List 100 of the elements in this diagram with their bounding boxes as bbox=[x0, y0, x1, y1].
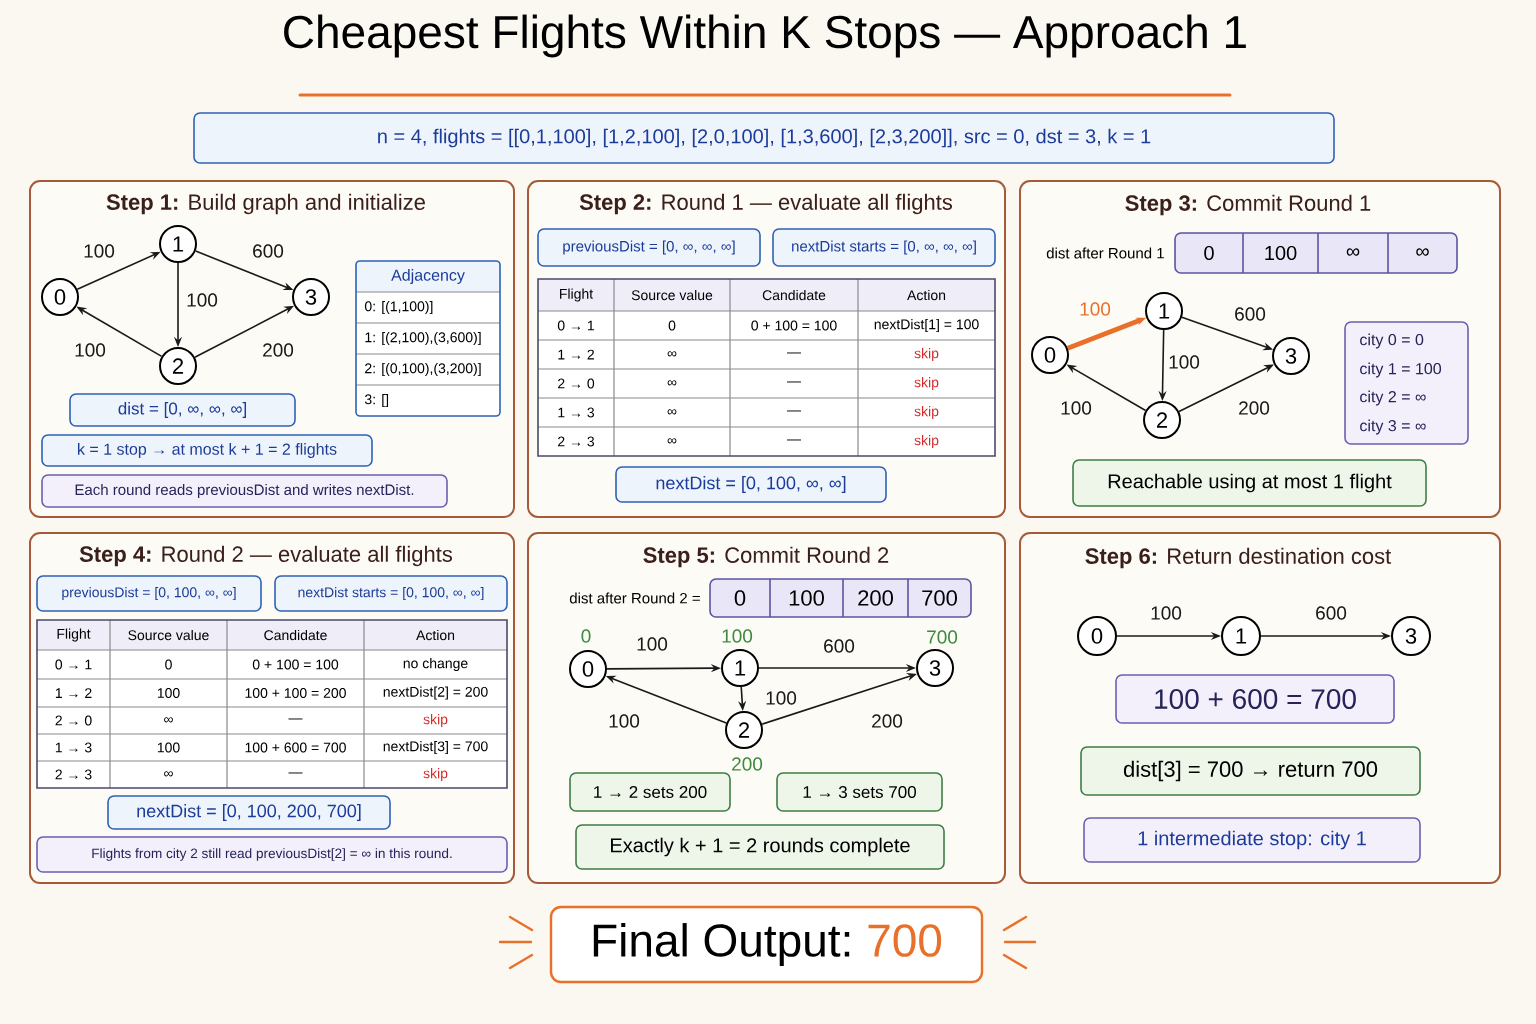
table-cell: ∞ bbox=[164, 771, 173, 777]
table-cell: 0 → 1 bbox=[557, 320, 594, 331]
node-value: 0 bbox=[581, 629, 591, 643]
city-node: 0 bbox=[569, 650, 607, 688]
table-cell: — bbox=[288, 772, 303, 774]
table-cell: 100 bbox=[157, 688, 180, 698]
edge-label: 100 bbox=[1148, 604, 1184, 622]
array-cell: ∞ bbox=[1416, 248, 1429, 256]
input-box: n = 4, flights = [[0,1,100], [1,2,100], [2,0,100], [1,3,600], [2,3,200]], src = 0, dst = 3, k = 1 bbox=[193, 112, 1335, 164]
table-cell: skip bbox=[914, 435, 939, 449]
array-cell: 100 bbox=[1265, 245, 1297, 261]
table-cell: nextDist[3] = 700 bbox=[383, 741, 488, 755]
list-line: city 2 = ∞ bbox=[1360, 390, 1426, 406]
array-box: previousDist = [0, 100, ∞, ∞] bbox=[36, 575, 262, 612]
table-cell: — bbox=[787, 410, 801, 412]
array-cell: 700 bbox=[922, 590, 957, 606]
note-box: Flights from city 2 still read previousDist[2] = ∞ in this round. bbox=[36, 836, 508, 873]
edge-label: 100 bbox=[1166, 353, 1202, 371]
edge-label: 200 bbox=[869, 712, 905, 730]
table-cell: 0 → 1 bbox=[55, 659, 92, 670]
array-cell: 0 bbox=[1204, 245, 1214, 261]
table-cell: 1 → 3 bbox=[558, 407, 595, 418]
table-header-cell: Flight bbox=[560, 288, 593, 302]
edge-label: 100 bbox=[634, 635, 670, 653]
table-cell: 2 → 0 bbox=[55, 715, 92, 726]
table-cell: — bbox=[787, 352, 801, 354]
value-list-box bbox=[1344, 321, 1469, 445]
table-cell: 0: [(1,100)] bbox=[364, 301, 433, 315]
note-box: 1 intermediate stop: city 1 bbox=[1083, 817, 1421, 863]
edge-label: 100 bbox=[763, 689, 799, 707]
table-cell: 0 bbox=[165, 659, 172, 670]
edge-label: 600 bbox=[821, 637, 857, 655]
array-box: nextDist starts = [0, 100, ∞, ∞] bbox=[274, 575, 508, 612]
table-header-cell: Action bbox=[907, 289, 946, 301]
edge-label: 600 bbox=[250, 242, 286, 260]
table-cell: 1 → 3 bbox=[55, 742, 92, 753]
result-box: dist[3] = 700 → return 700 bbox=[1080, 746, 1421, 796]
node-value: 100 bbox=[722, 629, 753, 643]
table-header-cell: Action bbox=[416, 629, 455, 641]
table-header-cell: Source value bbox=[631, 289, 713, 301]
array-box: dist = [0, ∞, ∞, ∞] bbox=[69, 393, 296, 427]
table-cell: 2: [(0,100),(3,200)] bbox=[365, 363, 481, 377]
table-cell: ∞ bbox=[667, 438, 677, 444]
note-box: Exactly k + 1 = 2 rounds complete bbox=[575, 824, 945, 870]
data-table bbox=[537, 278, 996, 457]
edge-label: 100 bbox=[1077, 300, 1113, 318]
edge-label: 200 bbox=[260, 341, 296, 359]
table-cell: — bbox=[787, 439, 801, 441]
note-box: 1 → 2 sets 200 bbox=[569, 772, 731, 812]
edge-label: 100 bbox=[606, 712, 642, 730]
array-box: previousDist = [0, ∞, ∞, ∞] bbox=[537, 228, 761, 267]
table-cell: 100 + 100 = 200 bbox=[245, 688, 346, 698]
table-cell: skip bbox=[423, 714, 448, 728]
city-node: 3 bbox=[916, 649, 954, 687]
list-line: city 1 = 100 bbox=[1360, 362, 1442, 378]
table-cell: 1 → 2 bbox=[55, 688, 92, 698]
table-cell: 0 + 100 = 100 bbox=[751, 320, 837, 331]
array-cell: 100 bbox=[789, 590, 824, 606]
note-box: Each round reads previousDist and writes nextDist. bbox=[41, 474, 448, 508]
table-cell: 100 + 600 = 700 bbox=[245, 742, 346, 753]
table-cell: — bbox=[787, 381, 801, 383]
list-line: city 3 = ∞ bbox=[1360, 419, 1426, 435]
city-node: 1 bbox=[159, 225, 197, 263]
table-cell: 3: [] bbox=[364, 394, 389, 408]
table-cell: 0 + 100 = 100 bbox=[252, 659, 339, 670]
array-box: nextDist = [0, 100, ∞, ∞] bbox=[615, 466, 887, 503]
city-node: 2 bbox=[1143, 401, 1181, 439]
city-node: 0 bbox=[1031, 336, 1069, 374]
title: Cheapest Flights Within K Stops — Approach 1 bbox=[284, 14, 1246, 58]
array-box: nextDist = [0, 100, 200, 700] bbox=[107, 795, 391, 830]
city-node: 3 bbox=[292, 278, 330, 316]
table-cell: skip bbox=[914, 406, 939, 420]
table-cell: 1 → 2 bbox=[558, 349, 594, 360]
table-header-cell: Source value bbox=[128, 629, 209, 641]
city-node: 3 bbox=[1391, 616, 1431, 656]
city-node: 3 bbox=[1272, 337, 1310, 375]
table-cell: 0 bbox=[668, 320, 676, 331]
table-cell: 2 → 0 bbox=[558, 378, 595, 389]
table-cell: 1: [(2,100),(3,600)] bbox=[365, 332, 481, 346]
edge-label: 100 bbox=[1058, 399, 1094, 417]
table-cell: no change bbox=[403, 658, 468, 672]
table-cell: ∞ bbox=[667, 351, 677, 357]
table-header-cell: Adjacency bbox=[391, 269, 465, 284]
city-node: 2 bbox=[725, 711, 763, 749]
array-box: nextDist starts = [0, ∞, ∞, ∞] bbox=[772, 228, 996, 267]
edge-label: 600 bbox=[1313, 604, 1349, 622]
table-cell: nextDist[1] = 100 bbox=[874, 319, 979, 333]
table-cell: skip bbox=[914, 348, 939, 362]
table-header-cell: Candidate bbox=[264, 629, 327, 641]
city-node: 1 bbox=[1145, 292, 1183, 330]
edge-label: 200 bbox=[1236, 399, 1272, 417]
table-cell: ∞ bbox=[667, 380, 677, 386]
table-cell: ∞ bbox=[667, 409, 677, 415]
table-header-cell: Flight bbox=[57, 628, 91, 642]
table-cell: ∞ bbox=[164, 717, 173, 723]
table-cell: 100 bbox=[157, 742, 180, 753]
city-node: 0 bbox=[41, 278, 79, 316]
table-cell: — bbox=[288, 718, 303, 720]
table-header-cell: Candidate bbox=[762, 289, 826, 301]
row-label: dist after Round 1 bbox=[1046, 247, 1164, 259]
